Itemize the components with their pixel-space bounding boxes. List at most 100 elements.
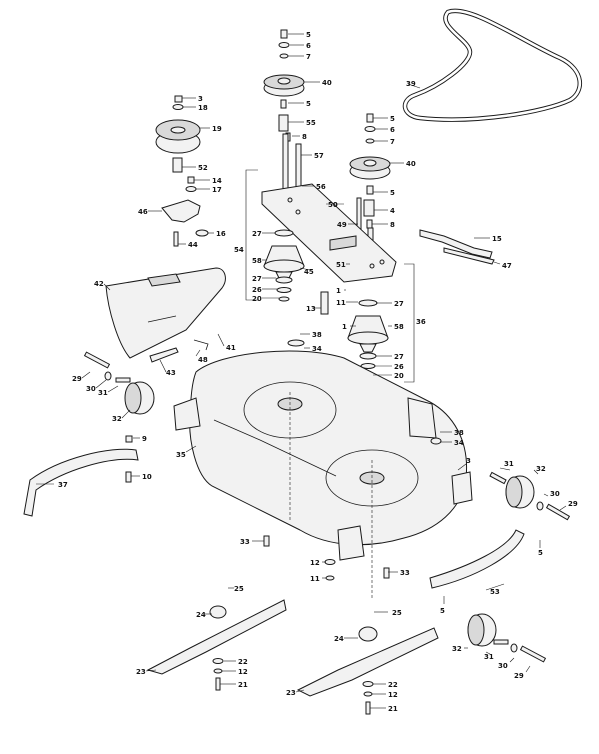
bolt-33a (263, 535, 270, 547)
callout: 20 (252, 295, 262, 303)
callout: 14 (212, 177, 222, 185)
callout: 30 (86, 385, 96, 393)
callout: 51 (336, 261, 346, 269)
callout: 38 (454, 429, 464, 437)
callout: 24 (196, 611, 206, 619)
callout: 32 (452, 645, 462, 653)
callout: 32 (112, 415, 122, 423)
bolt-5-top (280, 29, 288, 39)
callout: 24 (334, 635, 344, 643)
callout: 33 (400, 569, 410, 577)
rod-43 (149, 347, 179, 363)
callout: 26 (252, 286, 262, 294)
callout: 27 (252, 275, 262, 283)
callout: 27 (394, 353, 404, 361)
nut-34a (287, 339, 305, 347)
pin-13 (320, 291, 329, 315)
callout: 29 (72, 375, 82, 383)
callout: 57 (314, 152, 324, 160)
callout: 45 (304, 268, 314, 276)
callout: 25 (234, 585, 244, 593)
callout: 8 (390, 221, 395, 229)
bolt-33b (383, 567, 390, 579)
callout: 32 (536, 465, 546, 473)
callout: 13 (306, 305, 316, 313)
callout: 19 (212, 125, 222, 133)
leader-lines (36, 33, 567, 709)
callout: 23 (286, 689, 296, 697)
callout: 42 (94, 280, 104, 288)
callout: 34 (454, 439, 464, 447)
drive-belt (402, 8, 583, 122)
callout: 12 (388, 691, 398, 699)
callout-labels: 5 6 7 40 5 55 8 57 56 39 5 6 7 40 5 4 8 … (58, 31, 578, 713)
callout: 1 (342, 323, 347, 331)
washer-7-top (279, 53, 289, 59)
callout: 58 (394, 323, 404, 331)
idler-arm-46 (161, 199, 201, 223)
callout: 53 (490, 588, 500, 596)
bumper-37 (23, 448, 139, 517)
callout: 21 (238, 681, 248, 689)
callout: 5 (390, 115, 395, 123)
callout: 17 (212, 186, 222, 194)
callout: 20 (394, 372, 404, 380)
wheel-left (83, 351, 155, 415)
callout: 27 (252, 230, 262, 238)
lever-15 (419, 229, 493, 259)
callout: 21 (388, 705, 398, 713)
callout: 8 (302, 133, 307, 141)
washer-6-top (278, 42, 290, 48)
callout: 12 (310, 559, 320, 567)
mower-deck (173, 350, 473, 561)
callout: 5 (306, 31, 311, 39)
spacer-55 (278, 114, 289, 132)
callout: 55 (306, 119, 316, 127)
callout: 47 (502, 262, 512, 270)
callout: 58 (252, 257, 262, 265)
right-pulley-stack (349, 113, 391, 274)
callout: 7 (306, 53, 311, 61)
callout: 31 (484, 653, 494, 661)
callout: 4 (390, 207, 395, 215)
callout: 15 (492, 235, 502, 243)
callout: 5 (390, 189, 395, 197)
callout: 23 (136, 668, 146, 676)
callout: 22 (388, 681, 398, 689)
callout: 11 (336, 299, 346, 307)
callout: 5 (440, 607, 445, 615)
callout: 41 (226, 344, 236, 352)
callout: 49 (337, 221, 347, 229)
callout: 48 (198, 356, 208, 364)
callout: 54 (234, 246, 244, 254)
spacer-52 (172, 157, 183, 173)
callout: 52 (198, 164, 208, 172)
callout: 26 (394, 363, 404, 371)
callout: 31 (98, 389, 108, 397)
callout: 5 (306, 100, 311, 108)
callout: 1 (336, 287, 341, 295)
spacer-4 (363, 199, 375, 217)
callout: 16 (216, 230, 226, 238)
callout: 40 (322, 79, 332, 87)
callout: 36 (416, 318, 426, 326)
callout: 7 (390, 138, 395, 146)
belt-guard (105, 267, 226, 359)
blade-adapter-24b (358, 626, 378, 642)
callout: 56 (316, 183, 326, 191)
callout: 9 (142, 435, 147, 443)
callout: 30 (498, 662, 508, 670)
center-pulley-stack (263, 29, 305, 195)
callout: 6 (306, 42, 311, 50)
mounting-plate (261, 183, 397, 283)
callout: 31 (504, 460, 514, 468)
blade-right (296, 626, 439, 715)
callout: 33 (240, 538, 250, 546)
callout: 40 (406, 160, 416, 168)
callout: 44 (188, 241, 198, 249)
callout: 3 (466, 457, 471, 465)
callout: 6 (390, 126, 395, 134)
bumper-53 (429, 529, 525, 589)
